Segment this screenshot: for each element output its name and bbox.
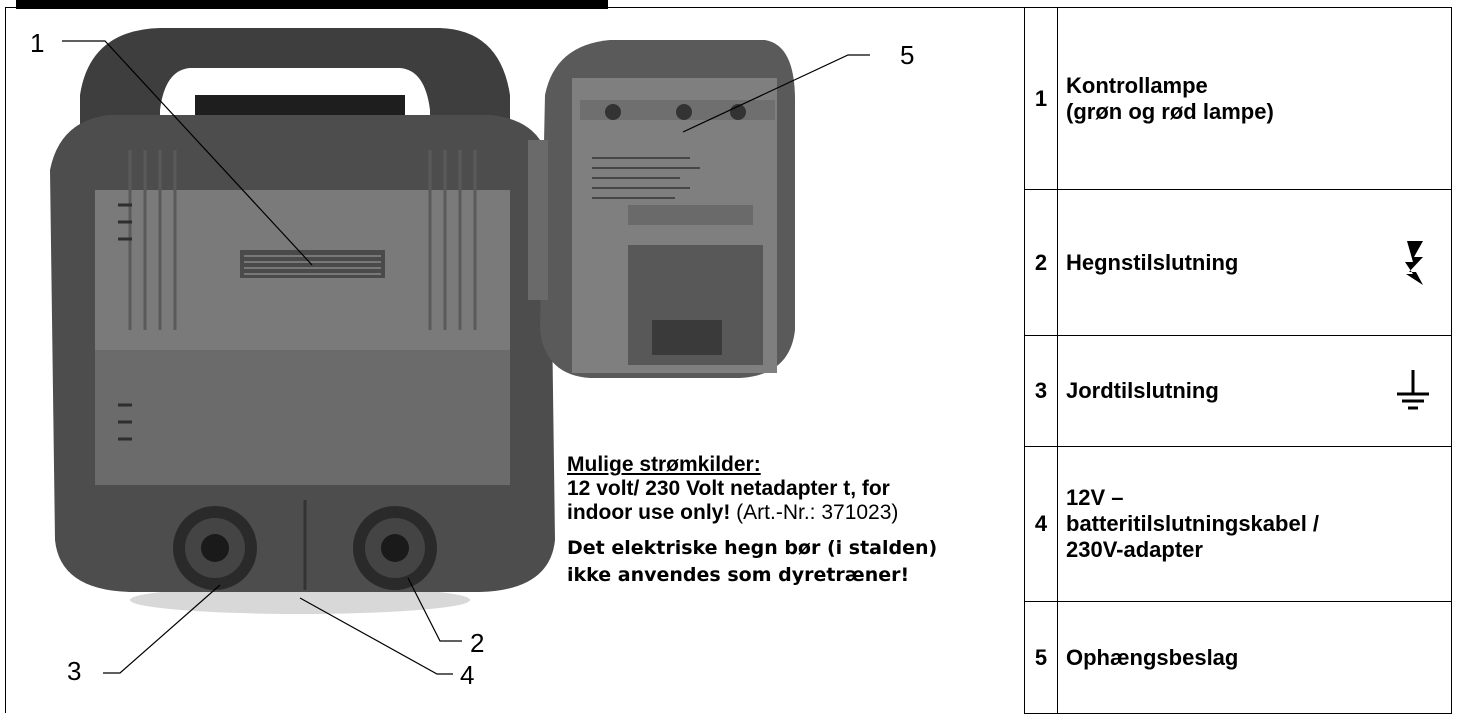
legend-label-line: Ophængsbeslag — [1066, 644, 1239, 670]
legend-label: Ophængsbeslag — [1057, 601, 1452, 714]
legend-label: Jordtilslutning — [1057, 335, 1452, 447]
callout-1: 1 — [30, 28, 45, 58]
legend-row: 5 Ophængsbeslag — [1024, 601, 1452, 714]
legend-label-line: batteritilslutningskabel / — [1066, 511, 1320, 536]
callout-2: 2 — [470, 628, 485, 658]
power-sources-heading: Mulige strømkilder: — [567, 453, 761, 476]
legend-label-line: Jordtilslutning — [1066, 378, 1219, 403]
callout-4: 4 — [460, 660, 475, 690]
device-illustration — [50, 28, 870, 675]
legend-row: 1 Kontrollampe (grøn og rød lampe) — [1024, 7, 1452, 190]
legend-label: 12V – batteritilslutningskabel / 230V-ad… — [1057, 446, 1452, 602]
header-bar — [16, 0, 608, 9]
legend-table: 1 Kontrollampe (grøn og rød lampe) 2 Heg… — [1024, 7, 1452, 714]
power-sources-line2-normal: (Art.-Nr.: 371023) — [730, 501, 899, 524]
frame-top-border — [5, 7, 1025, 8]
lightning-bolt-icon — [1405, 240, 1423, 285]
callout-3: 3 — [67, 656, 82, 686]
ground-symbol-icon — [1397, 370, 1429, 410]
legend-label-line: (grøn og rød lampe) — [1066, 98, 1274, 124]
legend-number: 2 — [1024, 189, 1058, 336]
legend-row: 4 12V – batteritilslutningskabel / 230V-… — [1024, 446, 1452, 602]
legend-number: 5 — [1024, 601, 1058, 714]
device-front-view — [50, 28, 555, 614]
warning-line1: Det elektriske hegn bør (i stalden) — [567, 537, 938, 559]
warning-line2: ikke anvendes som dyretræner! — [567, 564, 910, 586]
frame-left-border — [5, 7, 6, 713]
warning-text: Det elektriske hegn bør (i stalden) ikke… — [567, 535, 1017, 589]
power-sources-line1: 12 volt/ 230 Volt netadapter t, for — [567, 477, 890, 500]
legend-label: Kontrollampe (grøn og rød lampe) — [1057, 7, 1452, 190]
legend-label-line: Hegnstilslutning — [1066, 249, 1239, 275]
device-back-view — [528, 40, 795, 378]
legend-label: Hegnstilslutning — [1057, 189, 1452, 336]
legend-row: 2 Hegnstilslutning — [1024, 189, 1452, 336]
legend-label-line: 12V – — [1066, 485, 1124, 510]
power-sources-line2-bold: indoor use only! — [567, 501, 731, 524]
legend-label-line: Kontrollampe — [1066, 72, 1208, 98]
legend-number: 4 — [1024, 446, 1058, 602]
callout-5: 5 — [900, 40, 915, 70]
legend-label-line: 230V-adapter — [1066, 537, 1203, 562]
legend-row: 3 Jordtilslutning — [1024, 335, 1452, 447]
legend-number: 3 — [1024, 335, 1058, 447]
leader-lines — [62, 40, 870, 675]
legend-number: 1 — [1024, 7, 1058, 190]
power-sources-text: Mulige strømkilder: 12 volt/ 230 Volt ne… — [567, 453, 1017, 525]
